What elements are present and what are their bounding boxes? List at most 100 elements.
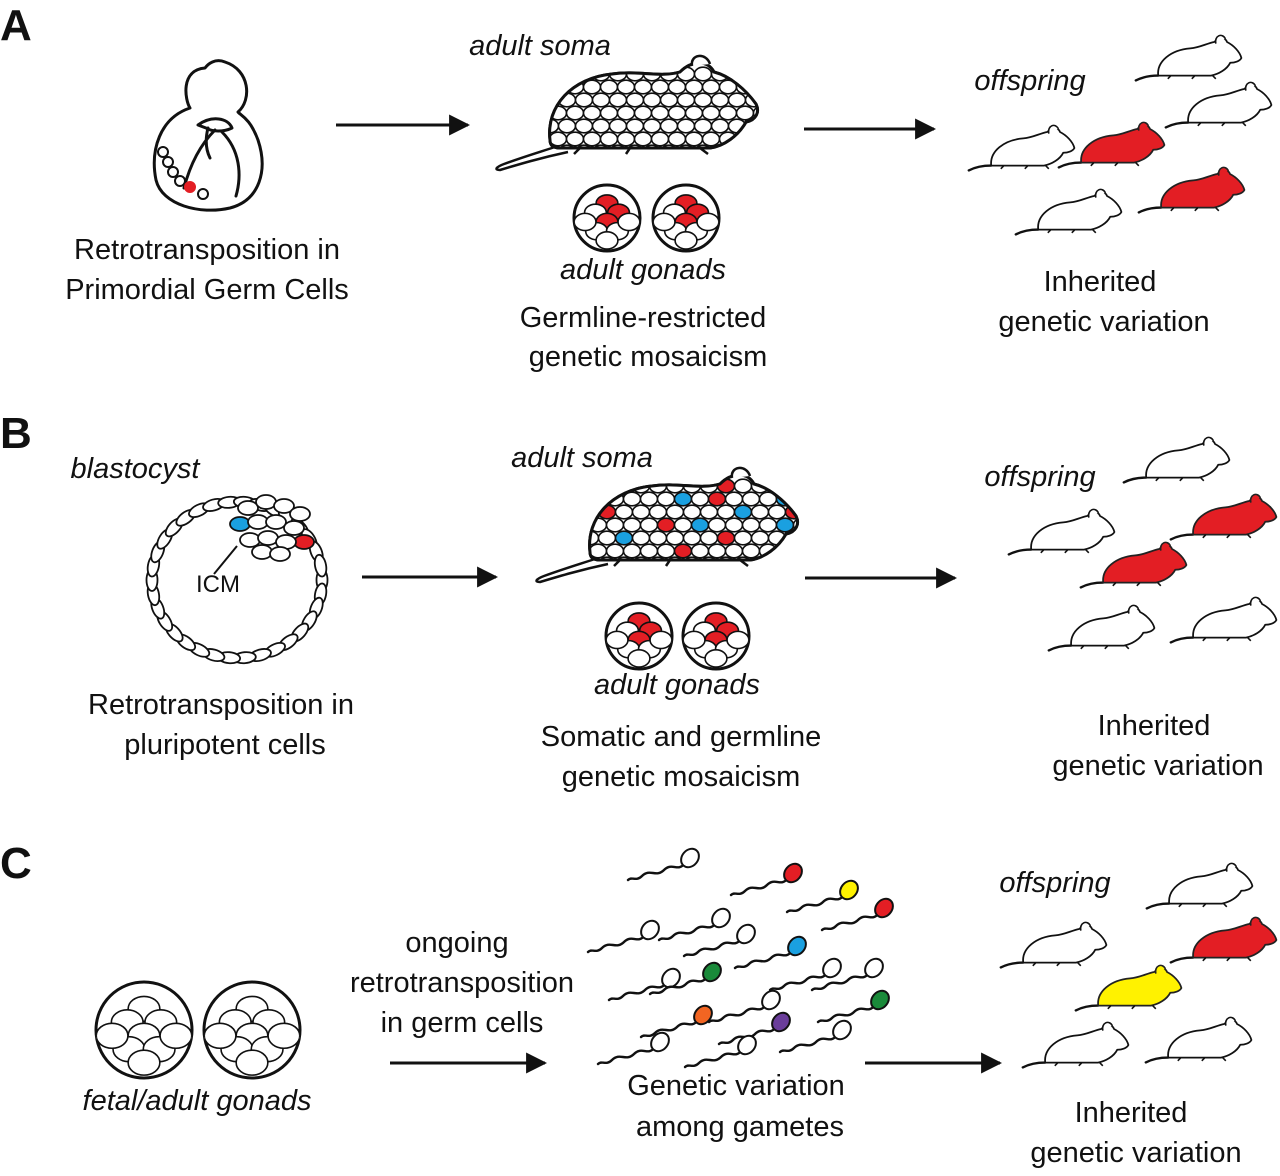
sperm-tail <box>626 862 686 882</box>
panel-a-middle-caption-2: genetic mosaicism <box>529 341 768 373</box>
soma-cell <box>549 66 560 82</box>
mouse-feet <box>1047 229 1097 234</box>
mouse-feet <box>1202 637 1252 642</box>
panel-a: A Retrotransposition in Primordial Germ … <box>0 1 1273 373</box>
soma-cell <box>650 79 670 95</box>
soma-cell <box>752 105 758 121</box>
soma-cell <box>648 504 668 520</box>
sperm-head <box>702 961 722 983</box>
mouse-body <box>1192 919 1278 959</box>
soma-cell <box>673 491 693 507</box>
germ-cell <box>649 630 672 650</box>
mouse-ear <box>1137 121 1150 131</box>
mouse-body <box>1022 924 1108 964</box>
mouse-ear <box>1154 964 1167 974</box>
panel-a-left-caption-2: Primordial Germ Cells <box>65 274 349 306</box>
icm-cell <box>273 498 295 514</box>
gonad-left <box>604 601 674 671</box>
panel-b-blastocyst-label: blastocyst <box>71 453 202 485</box>
mouse-body <box>1080 124 1166 164</box>
panel-a-right-caption-1: Inherited <box>1044 266 1157 298</box>
soma-cell <box>616 131 636 147</box>
soma-cell <box>752 131 758 147</box>
icm-cell <box>283 520 305 536</box>
soma-cell <box>591 118 611 134</box>
soma-cell <box>693 144 713 148</box>
sperm-tail <box>596 1046 656 1066</box>
panel-a-offspring-label: offspring <box>974 65 1085 97</box>
sperm-cell <box>683 1034 757 1069</box>
soma-cell <box>735 131 755 147</box>
mouse-body <box>1157 37 1243 77</box>
soma-cell <box>693 92 713 108</box>
panel-a-gonads-label: adult gonads <box>560 254 726 286</box>
soma-cell <box>771 80 788 94</box>
mouse-ear <box>1217 166 1230 176</box>
mouse-body <box>1145 439 1231 479</box>
primordial-germ-cells <box>157 146 209 200</box>
mouse-body <box>1097 967 1183 1007</box>
sperm-cell <box>778 1019 852 1054</box>
gonad-left <box>94 980 194 1080</box>
soma-cell <box>690 491 710 507</box>
gonad-right <box>681 601 751 671</box>
mouse-tail <box>999 961 1025 969</box>
soma-cell <box>707 517 727 533</box>
germ-cell <box>683 630 706 650</box>
offspring-mouse <box>1014 188 1123 236</box>
sperm-tail <box>586 934 646 954</box>
soma-cell <box>608 92 628 108</box>
soma-cell <box>733 530 753 546</box>
mouse-feet <box>573 147 709 155</box>
mouse-ear <box>1249 916 1262 926</box>
icm-pointer-line <box>213 545 238 575</box>
soma-cell <box>625 92 645 108</box>
soma-cell <box>699 530 719 546</box>
icm-cell <box>269 546 291 562</box>
panel-b-soma-label: adult soma <box>511 442 653 474</box>
sperm-tail <box>778 1034 838 1054</box>
offspring-mouse <box>1122 436 1231 484</box>
germ-cell <box>653 212 676 232</box>
soma-cell <box>565 131 585 147</box>
soma-cell <box>803 557 820 571</box>
soma-cell <box>676 118 696 134</box>
germ-cell <box>204 1022 237 1050</box>
mouse-ear <box>1249 493 1262 503</box>
mouse-tail <box>1007 548 1033 556</box>
soma-cell <box>803 505 820 519</box>
soma-cell <box>693 118 713 134</box>
soma-cell <box>622 491 642 507</box>
sperm-tail <box>648 976 708 996</box>
sperm-cell <box>586 919 660 954</box>
panel-c-arrow-caption-1: ongoing <box>405 927 508 959</box>
offspring-group <box>1007 436 1278 652</box>
sperm-head <box>864 957 884 979</box>
icm-cell <box>229 516 251 532</box>
sperm-head <box>832 1019 852 1041</box>
soma-cell <box>710 118 730 134</box>
offspring-mouse <box>1057 121 1166 169</box>
soma-cell <box>716 478 736 494</box>
germ-cell <box>617 212 640 232</box>
soma-cell <box>710 92 730 108</box>
mouse-ear <box>1249 596 1262 606</box>
germ-cell <box>574 212 597 232</box>
germ-cell <box>127 1049 161 1076</box>
germ-cell <box>595 231 619 250</box>
offspring-mouse <box>1079 541 1188 589</box>
soma-cell <box>724 543 744 559</box>
soma-cell <box>792 543 798 559</box>
mouse-feet <box>1090 162 1140 167</box>
soma-cell <box>690 543 710 559</box>
sperm-tail <box>768 972 828 992</box>
soma-cell <box>724 517 744 533</box>
panel-b-left-caption-2: pluripotent cells <box>124 729 326 761</box>
mouse-feet <box>1170 207 1220 212</box>
soma-cell <box>608 144 628 148</box>
soma-cell <box>597 478 617 494</box>
sperm-cell <box>626 847 700 882</box>
sperm-head <box>711 907 731 929</box>
mouse-tail <box>1074 1004 1100 1012</box>
soma-cell <box>682 556 702 560</box>
